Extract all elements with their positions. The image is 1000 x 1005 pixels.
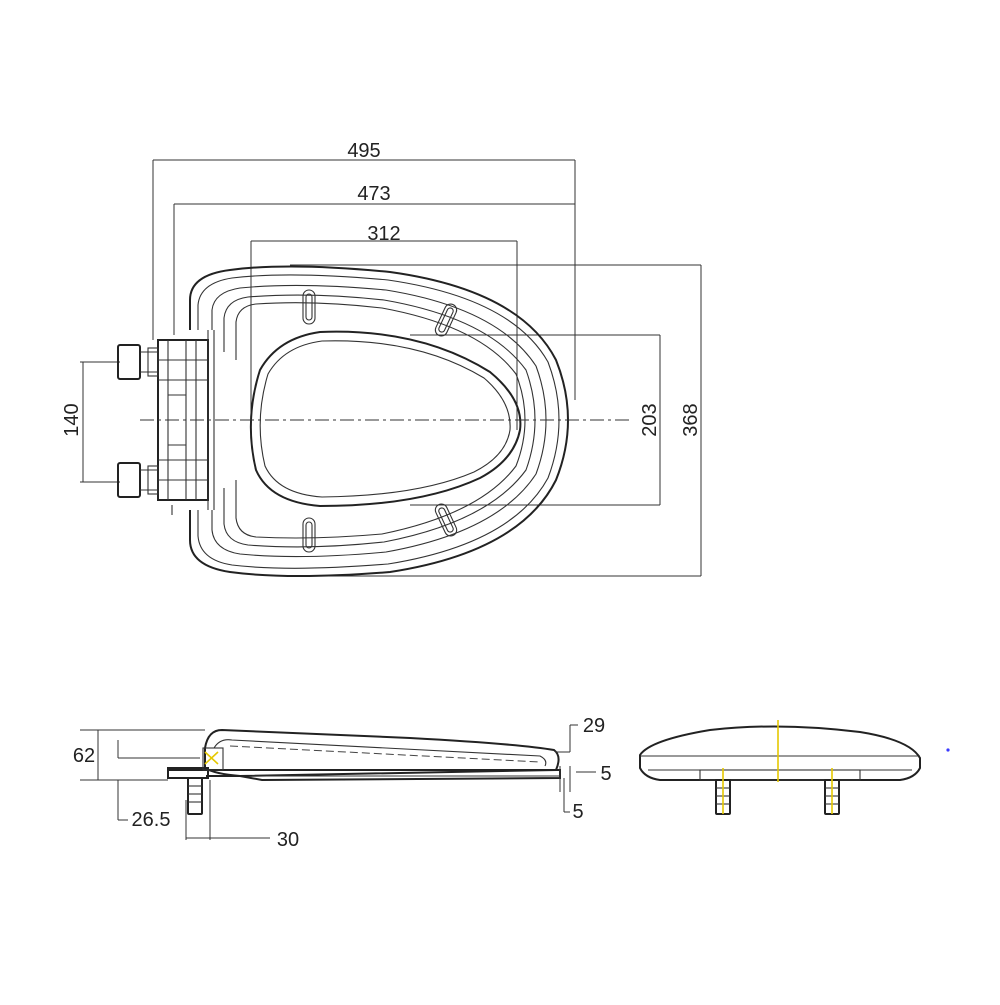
dim-5-lower-label: 5 bbox=[572, 801, 583, 823]
seat-outer-outline-2 bbox=[197, 274, 560, 569]
hinge-bolt-bottom bbox=[117, 462, 141, 498]
side-view: 62 26.5 30 29 5 bbox=[73, 715, 612, 851]
seat-profile bbox=[168, 769, 561, 782]
bumper-pad-top-left-inner bbox=[305, 293, 313, 321]
seat-rim-inner bbox=[223, 294, 536, 548]
dim-lid-tip: 29 bbox=[555, 715, 605, 753]
lid-dashed-line bbox=[229, 745, 541, 763]
dim-140-label: 140 bbox=[61, 403, 83, 436]
front-view bbox=[639, 720, 950, 815]
seat-rim-outline bbox=[211, 284, 547, 558]
dim-495-label: 495 bbox=[347, 140, 380, 162]
seat-outer-outline bbox=[189, 265, 569, 577]
dim-368-label: 368 bbox=[680, 403, 702, 436]
dim-overall-width: 368 bbox=[290, 264, 702, 577]
dim-62-label: 62 bbox=[73, 745, 95, 767]
seat-opening-inner bbox=[259, 340, 511, 498]
bumper-pad-bottom-left-inner bbox=[305, 521, 313, 549]
bumper-pad-bottom-right-inner bbox=[438, 507, 454, 533]
dim-bolt-offset: 26.5 bbox=[117, 780, 171, 831]
dim-473-label: 473 bbox=[357, 183, 390, 205]
dim-29-label: 29 bbox=[583, 715, 605, 737]
front-lid-profile bbox=[639, 725, 921, 781]
dim-5-upper-label: 5 bbox=[600, 763, 611, 785]
side-hinge-pivot bbox=[202, 747, 224, 771]
dim-height: 62 bbox=[73, 729, 205, 781]
dim-203-label: 203 bbox=[639, 403, 661, 436]
side-bolt bbox=[187, 777, 203, 815]
lid-inner-profile bbox=[213, 739, 547, 767]
dim-hinge-depth: 30 bbox=[185, 780, 299, 851]
bumper-pad-top-right-inner bbox=[438, 307, 454, 333]
bumper-pad-top-left bbox=[302, 289, 316, 325]
dim-gap-upper: 5 bbox=[559, 763, 612, 792]
dim-30-label: 30 bbox=[277, 829, 299, 851]
dim-overall-length: 495 bbox=[152, 140, 576, 400]
dim-seat-length: 473 bbox=[173, 183, 575, 335]
dim-opening-width: 203 bbox=[410, 334, 661, 506]
top-view: 495 473 312 368 203 bbox=[61, 140, 702, 577]
dim-312-label: 312 bbox=[367, 223, 400, 245]
front-hinge-plate bbox=[699, 769, 861, 781]
bumper-pads bbox=[302, 289, 458, 553]
stray-dot bbox=[946, 748, 950, 752]
dim-opening-length: 312 bbox=[250, 223, 518, 430]
hinge-assembly bbox=[117, 330, 215, 515]
dim-gap-lower: 5 bbox=[563, 778, 584, 823]
hinge-bolt-top bbox=[117, 344, 141, 380]
hinge-nut-top bbox=[147, 347, 159, 377]
hinge-nut-bottom bbox=[147, 465, 159, 495]
dim-hinge-spacing: 140 bbox=[61, 361, 120, 483]
bumper-pad-bottom-left bbox=[302, 517, 316, 553]
seat-opening-outline bbox=[249, 330, 522, 508]
bumper-pad-top-right bbox=[434, 303, 458, 337]
lid-profile bbox=[204, 728, 560, 778]
dim-26-5-label: 26.5 bbox=[132, 809, 171, 831]
bumper-pad-bottom-right bbox=[434, 503, 458, 537]
